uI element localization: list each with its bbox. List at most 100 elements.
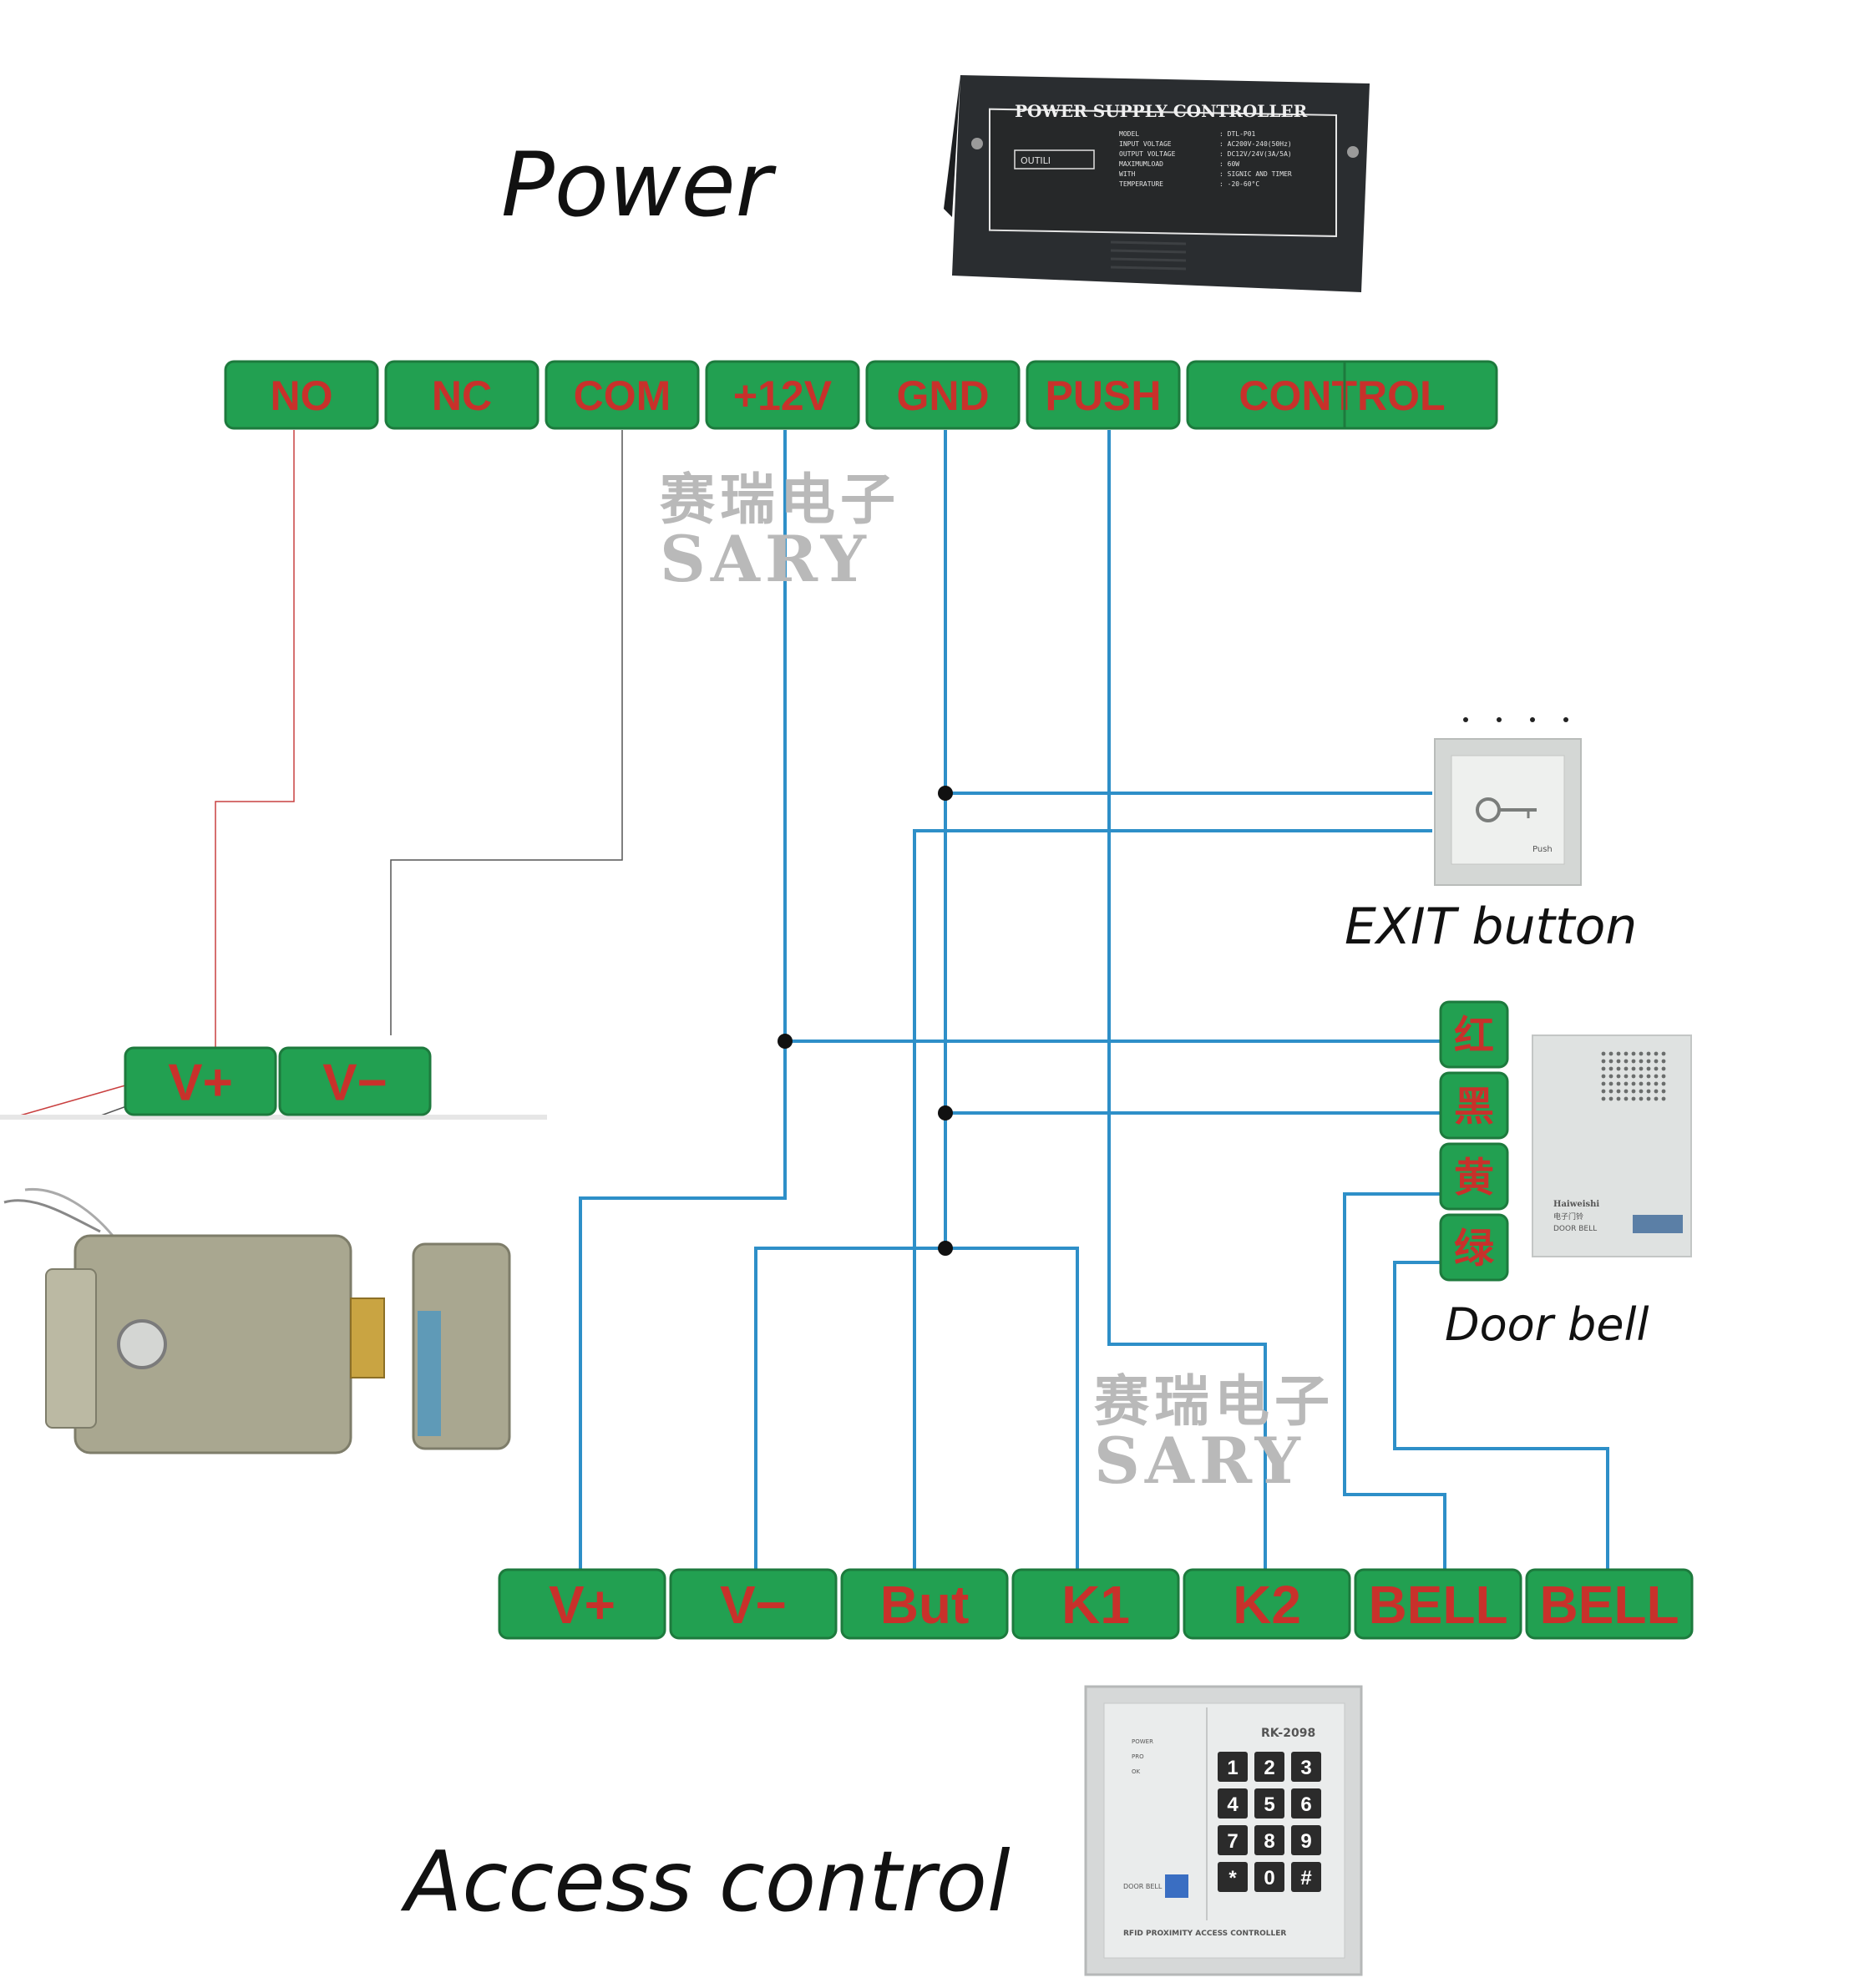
lock-terminal-1-label: V−: [322, 1054, 388, 1111]
top-terminal-1-label: NC: [432, 372, 492, 419]
doorbell-line2: DOOR BELL: [1553, 1225, 1597, 1233]
power-supply-title: POWER SUPPLY CONTROLLER: [1015, 101, 1308, 121]
top-terminal-0-label: NO: [271, 372, 333, 419]
lock-terminal-strip: V+ V−: [124, 1046, 432, 1116]
keypad-bell-label: DOOR BELL: [1123, 1883, 1163, 1890]
keypad-key-4: 5: [1254, 1788, 1284, 1819]
bottom-terminal-5: BELL: [1354, 1568, 1522, 1640]
access-control-label: Access control: [405, 1833, 1011, 1930]
watermark-en-2: SARY: [1094, 1424, 1305, 1498]
bottom-terminal-5-label: BELL: [1368, 1575, 1507, 1635]
keypad-key-6: 7: [1218, 1825, 1248, 1855]
top-terminal-0: NO: [224, 360, 379, 430]
top-terminal-3: +12V: [705, 360, 860, 430]
doorbell-brand: Haiweishi: [1553, 1200, 1599, 1209]
lock-terminal-1: V−: [278, 1046, 432, 1116]
bell-wire-tab-1-label: 黑: [1454, 1085, 1494, 1129]
exit-button-label: EXIT button: [1345, 898, 1638, 956]
electric-lock-device: [3, 1187, 511, 1454]
bell-wire-tab-0-label: 红: [1454, 1014, 1494, 1058]
keypad-key-6-label: 7: [1227, 1830, 1238, 1853]
spec-key-3: MAXIMUMLOAD: [1119, 160, 1163, 168]
wire-com-lock: [390, 430, 623, 1035]
keypad-key-8-label: 9: [1300, 1830, 1311, 1853]
bell-wire-tab-0: 红: [1439, 1000, 1509, 1069]
keypad-key-7-label: 8: [1264, 1830, 1274, 1853]
watermark-cn-1: 赛瑞电子: [660, 467, 900, 532]
bottom-terminal-0-label: V+: [549, 1575, 615, 1635]
lock-wires: [0, 430, 623, 1120]
bottom-terminal-4: K2: [1183, 1568, 1351, 1640]
bottom-terminal-3: K1: [1011, 1568, 1180, 1640]
keypad-key-9-label: *: [1228, 1867, 1237, 1889]
keypad-key-5-label: 6: [1300, 1793, 1311, 1816]
spec-key-5: TEMPERATURE: [1119, 180, 1163, 188]
top-terminal-5: PUSH: [1026, 360, 1181, 430]
lock-terminal-0: V+: [124, 1046, 277, 1116]
wire-no-lock: [215, 430, 295, 1052]
bottom-terminal-2: But: [840, 1568, 1009, 1640]
wire-gnd-vminus: [754, 1247, 945, 1574]
spec-val-4: : SIGNIC AND TIMER: [1219, 170, 1292, 178]
top-terminal-strip: NO NC COM +12V GND PUSH CONTROL: [224, 360, 1498, 430]
wire-bell-yellow: [1343, 1192, 1446, 1574]
top-terminal-4: GND: [865, 360, 1021, 430]
lock-terminal-0-label: V+: [168, 1054, 233, 1111]
exit-button-device: Push: [1434, 717, 1582, 886]
keypad-key-1: 2: [1254, 1752, 1284, 1782]
keypad-key-8: 9: [1291, 1825, 1321, 1855]
wire-exit-but: [913, 829, 1432, 1574]
spec-key-2: OUTPUT VOLTAGE: [1119, 150, 1176, 158]
top-terminal-5-label: PUSH: [1046, 372, 1162, 419]
keypad-key-7: 8: [1254, 1825, 1284, 1855]
spec-key-0: MODEL: [1119, 130, 1139, 138]
power-supply-badge: OUTILI: [1021, 155, 1051, 166]
keypad-model: RK-2098: [1261, 1727, 1315, 1740]
bottom-terminal-6-label: BELL: [1539, 1575, 1679, 1635]
keypad-key-5: 6: [1291, 1788, 1321, 1819]
spec-val-5: : -20-60°C: [1219, 180, 1259, 188]
bell-wire-tab-1: 黑: [1439, 1071, 1509, 1140]
keypad-indicator-1: PRO: [1132, 1753, 1144, 1760]
keypad-key-11: #: [1291, 1862, 1321, 1892]
wire-bell-green: [1393, 1261, 1609, 1574]
top-terminal-4-label: GND: [896, 372, 989, 419]
wire-push-k2: [1107, 430, 1267, 1574]
spec-val-1: : AC200V-240(50Hz): [1219, 140, 1292, 148]
top-terminal-1: NC: [384, 360, 540, 430]
spec-val-0: : DTL-P01: [1219, 130, 1256, 138]
bell-wire-tab-3: 绿: [1439, 1213, 1509, 1282]
spec-key-1: INPUT VOLTAGE: [1119, 140, 1172, 148]
top-terminal-3-label: +12V: [733, 372, 833, 419]
keypad-footer: RFID PROXIMITY ACCESS CONTROLLER: [1123, 1930, 1286, 1938]
keypad-key-2-label: 3: [1300, 1757, 1311, 1779]
keypad-key-2: 3: [1291, 1752, 1321, 1782]
bottom-terminal-strip: V+ V− But K1 K2 BELL BELL: [498, 1568, 1694, 1640]
keypad-key-11-label: #: [1300, 1867, 1311, 1889]
bell-wire-tab-2: 黄: [1439, 1142, 1509, 1211]
top-terminal-6-label: CONTROL: [1239, 372, 1445, 419]
bottom-terminal-1: V−: [669, 1568, 838, 1640]
spec-val-2: : DC12V/24V(3A/5A): [1219, 150, 1292, 158]
watermark-cn-2: 赛瑞电子: [1094, 1368, 1335, 1434]
wire-12v-vplus: [579, 430, 787, 1574]
watermark-en-1: SARY: [660, 522, 871, 596]
power-supply-box: POWER SUPPLY CONTROLLER MODEL INPUT VOLT…: [944, 75, 1370, 292]
spec-val-3: : 60W: [1219, 160, 1239, 168]
bottom-terminal-1-label: V−: [720, 1575, 787, 1635]
doorbell-device: Haiweishi 电子门铃 DOOR BELL: [1532, 1034, 1692, 1257]
bottom-terminal-0: V+: [498, 1568, 666, 1640]
keypad-key-10: 0: [1254, 1862, 1284, 1892]
wires: [579, 430, 1609, 1574]
keypad-key-10-label: 0: [1264, 1867, 1274, 1889]
top-terminal-2: COM: [545, 360, 700, 430]
exit-button-text: Push: [1532, 845, 1553, 854]
bell-wire-tab-3-label: 绿: [1454, 1227, 1495, 1271]
wire-gnd-k1: [945, 1247, 1079, 1574]
keypad-indicator-2: OK: [1132, 1768, 1141, 1775]
junction-dots: [778, 786, 953, 1256]
keypad-key-0-label: 1: [1227, 1757, 1238, 1779]
bottom-terminal-3-label: K1: [1061, 1575, 1130, 1635]
